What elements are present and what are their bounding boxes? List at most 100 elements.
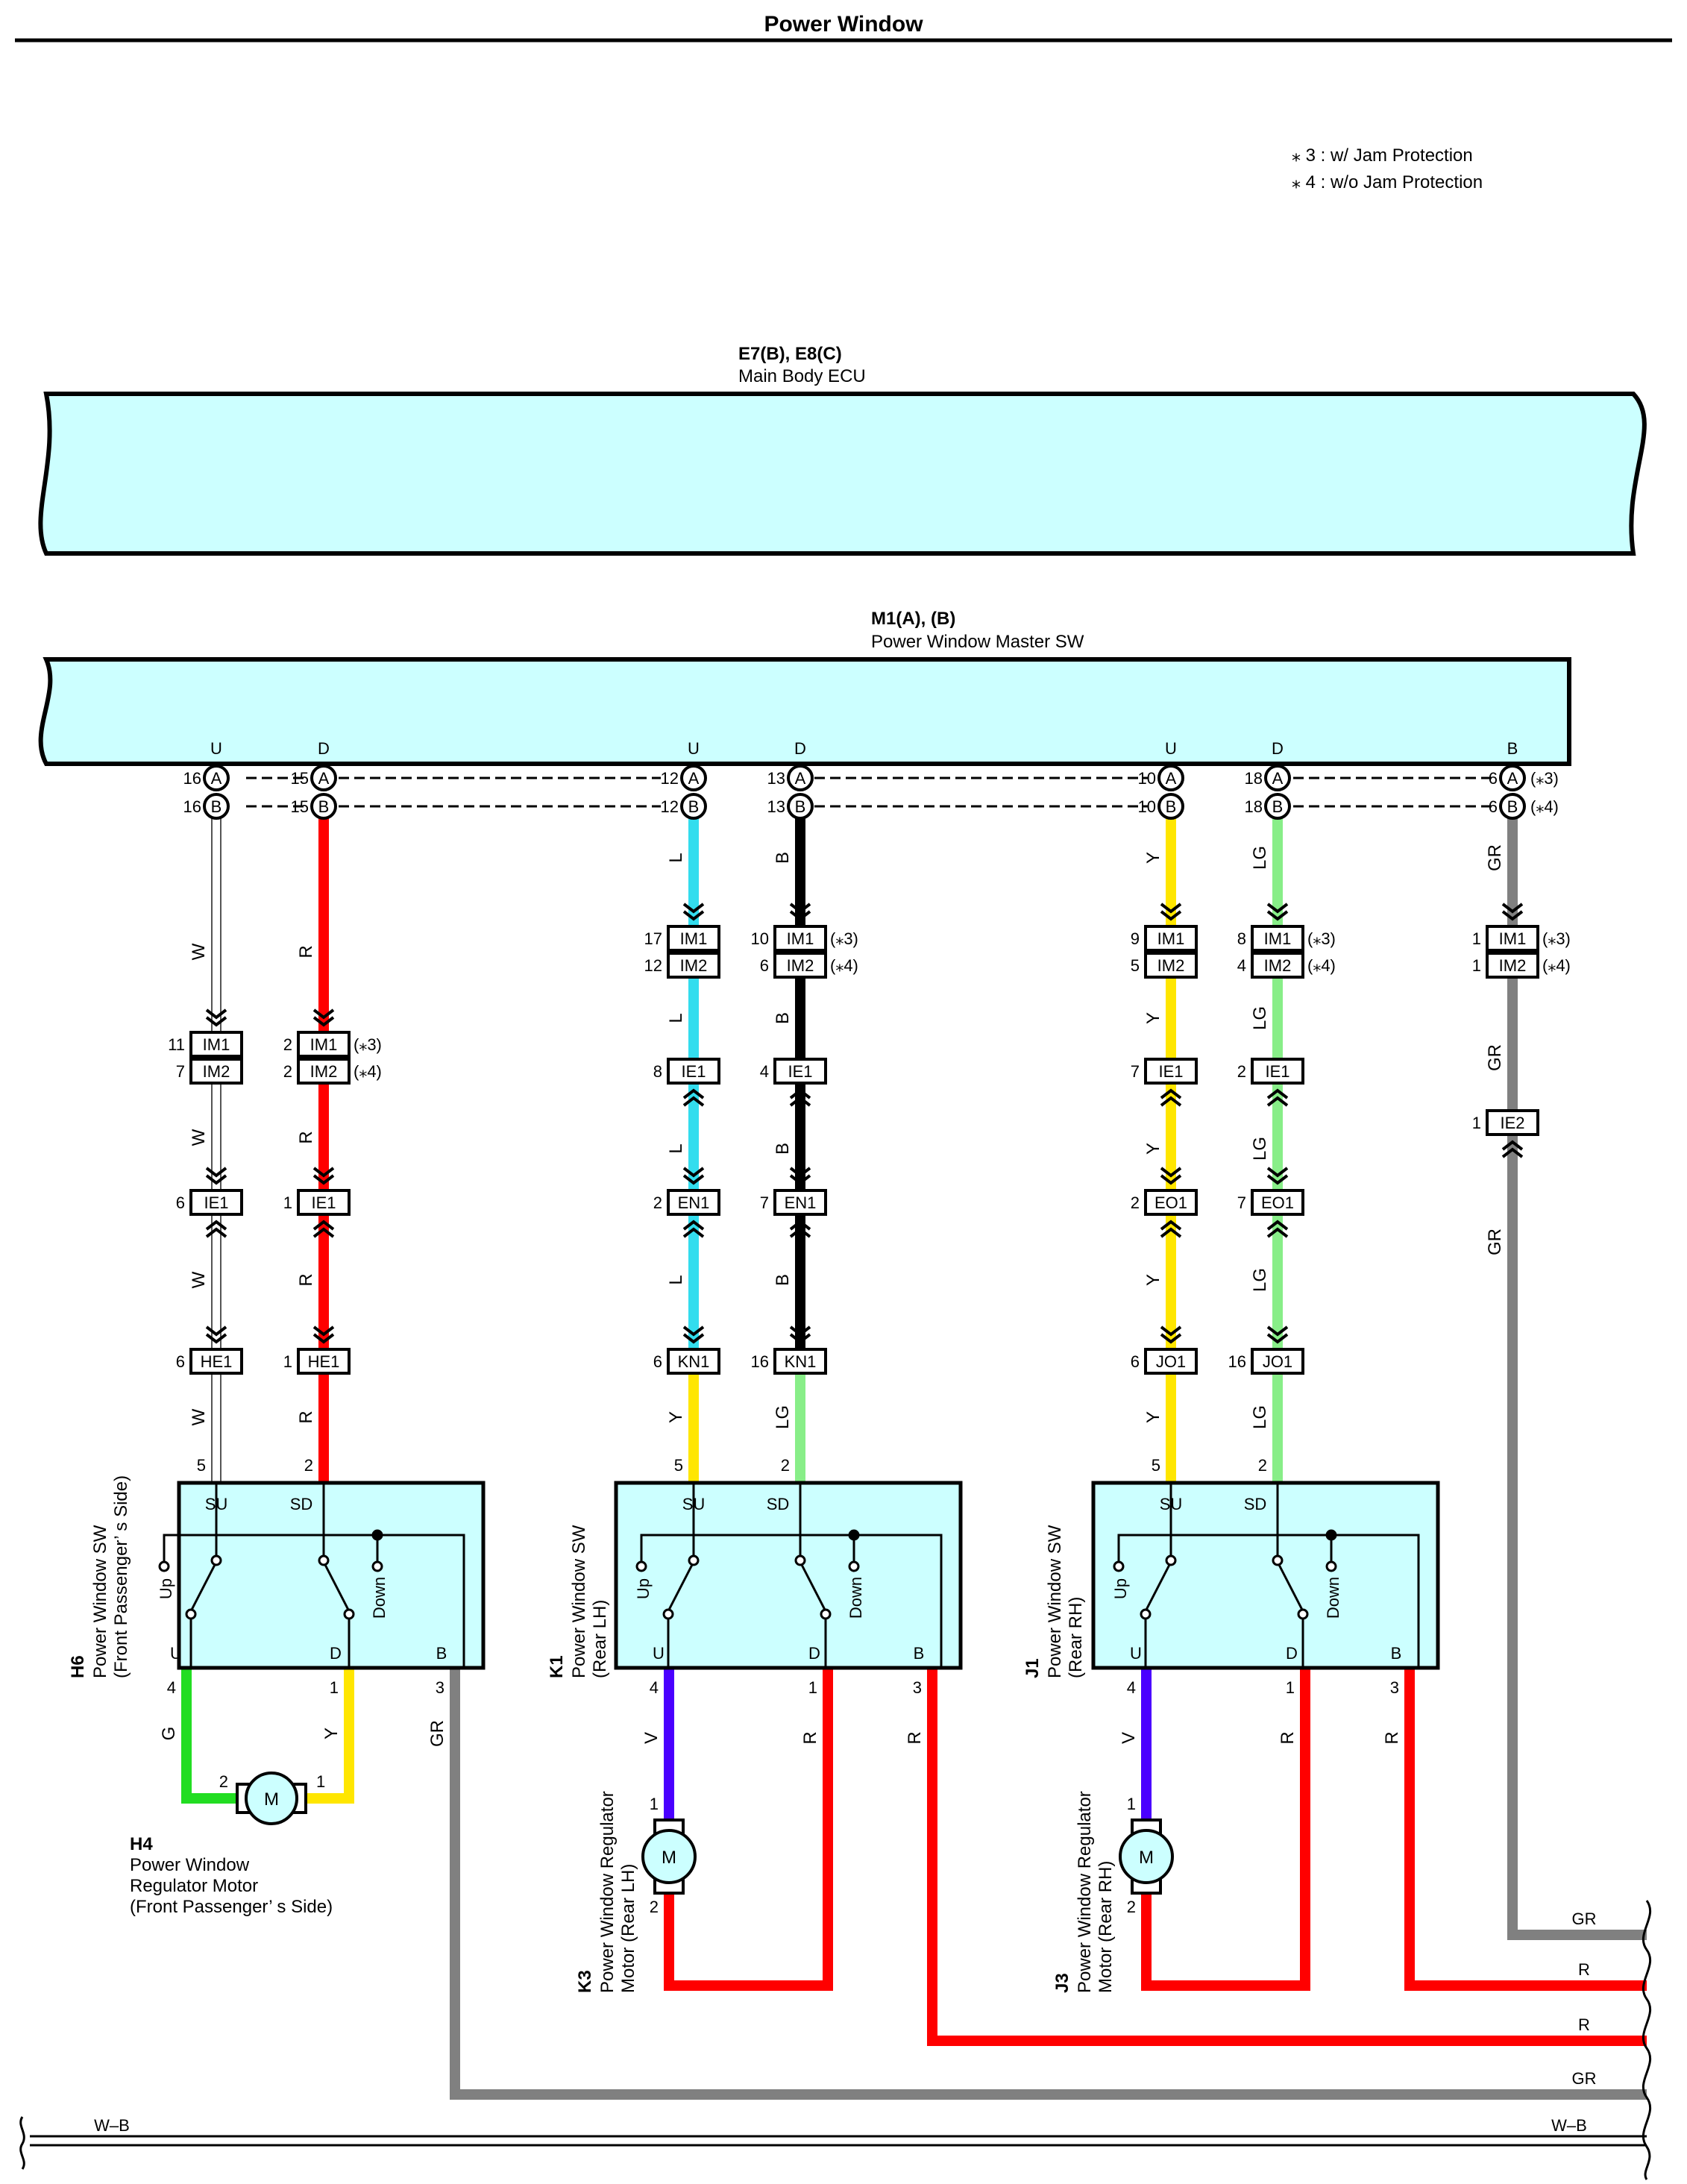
ecu-code: E7(B), E8(C) [738,344,842,364]
c6-ie1-label: IE1 [1265,1062,1289,1081]
switch-h6-sd: SD [290,1495,313,1513]
switch-k1-d: D [808,1644,820,1663]
switch-k1-pin-bot-d: 1 [808,1678,817,1697]
switch-h6-internals [158,1483,465,1668]
switch-k1-box [614,1481,963,1670]
chev-col3-en-up [789,1220,811,1238]
motor-k3-pin-2: 2 [650,1898,659,1916]
c3-im2-label: IM2 [680,956,708,975]
legend-note-3: ⁎ 3 : w/ Jam Protection [1292,145,1473,166]
chev-col3-ie1-up [789,1088,811,1107]
conn-a-0-letter: A [211,769,222,788]
c1-he1-label: HE1 [201,1352,233,1371]
wc-c4-3: B [773,1143,793,1155]
c1-ie1-label: IE1 [204,1193,228,1212]
wc-c5-3: Y [1143,1143,1163,1155]
c5-im2-label: IM2 [1157,956,1185,975]
c7-im2-box [1486,952,1539,979]
chev-col0-ie1 [205,1167,227,1185]
switch-h6-pin-bot-b: 3 [436,1678,444,1697]
conn-a-1 [310,765,337,791]
master-term-1: D [318,739,330,758]
switch-k1-contact-5 [820,1608,832,1620]
pin-a-2: 12 [661,769,679,788]
c3-kn1-box [667,1348,720,1375]
motor-h4: M [236,1772,307,1825]
switch-k1-contact-2 [794,1554,806,1566]
chev-col0-he1 [205,1325,227,1344]
master-term-4: U [1165,739,1177,758]
c6-im1-label: IM1 [1264,929,1292,948]
wc-out-r2: R [1578,2015,1590,2034]
master-name: Power Window Master SW [871,632,1084,652]
switch-j1-internals [1113,1483,1420,1668]
wc-wb-right: W–B [1551,2116,1587,2135]
c5-eo1-box [1144,1189,1198,1216]
wire-k1-d-r [664,1668,833,1991]
c7-im2-label: IM2 [1499,956,1527,975]
chev-col1-he1 [312,1325,335,1344]
chev-col1-ie1 [312,1167,335,1185]
conn-a-3 [787,765,814,791]
c6-im2-box [1251,952,1304,979]
pin-a-6: 6 [1489,769,1498,788]
conn-b-5 [1264,793,1291,820]
conn-b-0-letter: B [211,797,222,816]
switch-j1-name: Power Window SW [1045,1525,1065,1678]
switch-k1-down: Down [846,1577,865,1619]
switch-h6-contact-5 [343,1608,355,1620]
c3-ie1-label: IE1 [681,1062,706,1081]
motor-j3-symbol: M [1139,1848,1154,1868]
c1-im2-box [189,1058,243,1085]
wc-c4-2: B [773,1012,793,1024]
conn-b-6-letter: B [1507,797,1518,816]
c7-ie2-label: IE2 [1500,1114,1524,1132]
switch-k1-contact-3 [848,1560,860,1572]
wire-j1-d-r [1141,1668,1310,1991]
c2-note-4: (⁎4) [354,1062,382,1081]
switch-k1-internals [635,1483,943,1668]
c7-ie2-box [1486,1109,1539,1136]
switch-j1-contact-2 [1272,1554,1284,1566]
chev-col4-im [1160,903,1182,921]
switch-k1-pin-top-sd: 2 [781,1456,790,1475]
c4-pin-n: 16 [751,1352,769,1371]
chev-col4-ie1-up [1160,1088,1182,1107]
switch-j1-contact-5 [1297,1608,1309,1620]
pin-a-5: 18 [1245,769,1263,788]
c5-pin-im2: 5 [1131,956,1140,975]
c6-ie1-box [1251,1058,1304,1085]
pin-b-0: 16 [183,797,201,816]
c3-im1-box [667,925,720,952]
motor-h4-line1: Power Window [130,1855,250,1875]
switch-j1-sub: (Rear RH) [1066,1597,1086,1678]
switch-h6-up: Up [157,1578,175,1599]
c2-ie1-box [297,1189,351,1216]
chev-col0-im [205,1008,227,1027]
c7-pin-ie2: 1 [1472,1114,1481,1132]
wc-c5-5: Y [1143,1411,1163,1423]
conn-a-6 [1499,765,1526,791]
motor-h4-line2: Regulator Motor [130,1876,258,1896]
wc-out-gr1: GR [1572,1910,1597,1928]
motor-k3-line1: Power Window Regulator [597,1791,618,1993]
wc-c7-1: GR [1485,844,1505,871]
pin-b-3: 13 [767,797,785,816]
motor-k3-code: K3 [575,1970,595,1993]
c3-pin-e: 2 [653,1193,662,1212]
chev-col2-kn [682,1325,705,1344]
switch-h6-contact-3 [371,1560,383,1572]
c4-note-3: (⁎3) [830,929,858,948]
wc-c3-1: L [666,853,686,862]
chev-col4-kn [1160,1325,1182,1344]
switch-k1-contact-0 [635,1560,647,1572]
c2-im1-label: IM1 [310,1035,338,1054]
c6-jo1-box [1251,1348,1304,1375]
conn-b-3-letter: B [795,797,806,816]
conn-b-0 [203,793,230,820]
c4-en1-label: EN1 [785,1193,817,1212]
c6-pin-im1: 8 [1237,929,1246,948]
c5-pin-n: 6 [1131,1352,1140,1371]
c6-pin-e: 7 [1237,1193,1246,1212]
